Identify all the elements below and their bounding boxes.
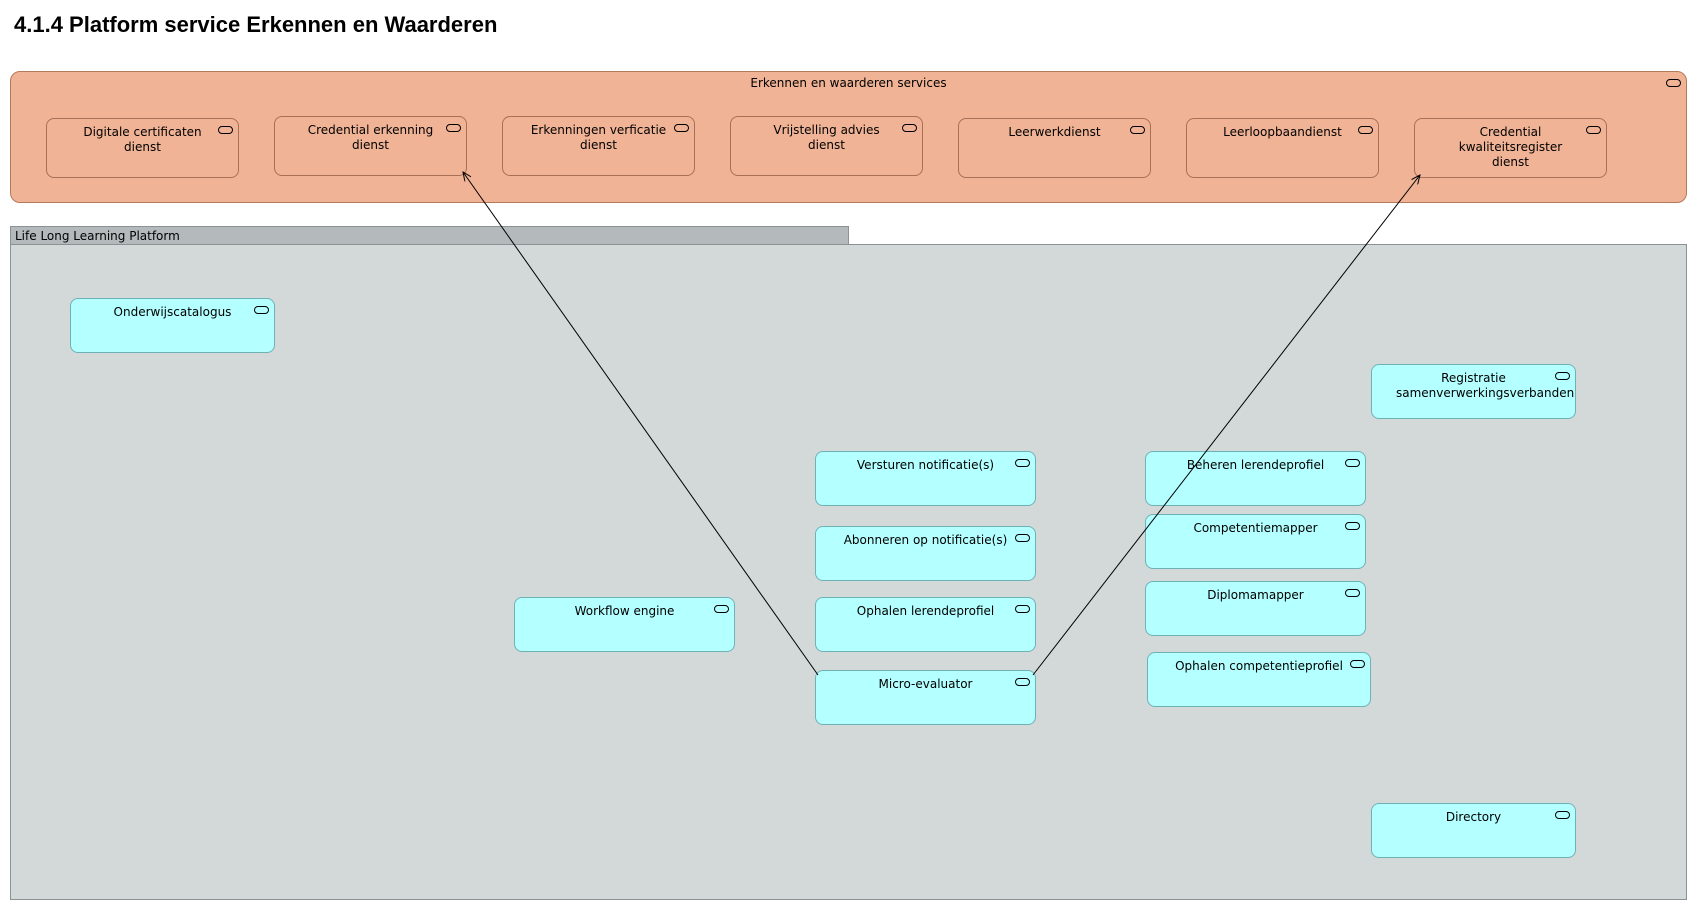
service-leerwerkdienst[interactable]: Leerwerkdienst <box>958 118 1151 178</box>
service-icon <box>674 124 689 132</box>
service-leerloopbaandienst[interactable]: Leerloopbaandienst <box>1186 118 1379 178</box>
component-label: Directory <box>1445 810 1502 824</box>
service-icon <box>218 126 233 134</box>
component-versturen-notificaties[interactable]: Versturen notificatie(s) <box>815 451 1036 506</box>
page-title: 4.1.4 Platform service Erkennen en Waard… <box>14 12 498 37</box>
service-icon <box>446 124 461 132</box>
component-icon <box>1345 589 1360 597</box>
service-label: Credential erkenning dienst <box>307 123 434 152</box>
component-abonneren-notificaties[interactable]: Abonneren op notificatie(s) <box>815 526 1036 581</box>
component-label: Ophalen competentieprofiel <box>1175 659 1343 673</box>
component-icon <box>1345 522 1360 530</box>
component-micro-evaluator[interactable]: Micro-evaluator <box>815 670 1036 725</box>
service-erkenningen-verificatie[interactable]: Erkenningen verficatie dienst <box>502 116 695 176</box>
component-label: Micro-evaluator <box>878 677 973 691</box>
service-credential-erkenning[interactable]: Credential erkenning dienst <box>274 116 467 176</box>
component-icon <box>1555 811 1570 819</box>
service-credential-kwaliteitsregister[interactable]: Credential kwaliteitsregister dienst <box>1414 118 1607 178</box>
service-icon <box>1130 126 1145 134</box>
service-label: Vrijstelling advies dienst <box>773 123 880 152</box>
component-icon <box>714 605 729 613</box>
platform-tab[interactable]: Life Long Learning Platform <box>10 226 849 245</box>
component-label: Abonneren op notificatie(s) <box>843 533 1008 547</box>
service-digitale-certificaten[interactable]: Digitale certificaten dienst <box>46 118 239 178</box>
component-label: Onderwijscatalogus <box>113 305 232 319</box>
component-icon <box>1015 605 1030 613</box>
component-icon <box>1555 372 1570 380</box>
service-label: Leerwerkdienst <box>1008 125 1101 139</box>
component-icon <box>1350 660 1365 668</box>
component-directory[interactable]: Directory <box>1371 803 1576 858</box>
component-ophalen-lerendeprofiel[interactable]: Ophalen lerendeprofiel <box>815 597 1036 652</box>
service-icon <box>1666 79 1681 87</box>
component-label: Versturen notificatie(s) <box>856 458 995 472</box>
component-label: Workflow engine <box>574 604 675 618</box>
component-icon <box>254 306 269 314</box>
platform-label: Life Long Learning Platform <box>15 229 180 243</box>
service-label: Leerloopbaandienst <box>1223 125 1342 139</box>
component-label: Diplomamapper <box>1207 588 1304 602</box>
component-beheren-lerendeprofiel[interactable]: Beheren lerendeprofiel <box>1145 451 1366 506</box>
component-icon <box>1015 534 1030 542</box>
component-label: Competentiemapper <box>1193 521 1318 535</box>
service-icon <box>902 124 917 132</box>
service-vrijstelling-advies[interactable]: Vrijstelling advies dienst <box>730 116 923 176</box>
component-ophalen-competentieprofiel[interactable]: Ophalen competentieprofiel <box>1147 652 1371 707</box>
service-label: Credential kwaliteitsregister dienst <box>1458 125 1563 169</box>
service-label: Digitale certificaten dienst <box>83 125 202 154</box>
component-diplomamapper[interactable]: Diplomamapper <box>1145 581 1366 636</box>
component-competentiemapper[interactable]: Competentiemapper <box>1145 514 1366 569</box>
component-label: Beheren lerendeprofiel <box>1186 458 1325 472</box>
component-label: Ophalen lerendeprofiel <box>856 604 995 618</box>
component-onderwijscatalogus[interactable]: Onderwijscatalogus <box>70 298 275 353</box>
service-icon <box>1586 126 1601 134</box>
component-registratie[interactable]: Registratie samenverwerkingsverbanden <box>1371 364 1576 419</box>
component-label: Registratie samenverwerkingsverbanden <box>1396 371 1575 400</box>
component-icon <box>1015 678 1030 686</box>
service-label: Erkenningen verficatie dienst <box>530 123 667 152</box>
service-icon <box>1358 126 1373 134</box>
component-workflow-engine[interactable]: Workflow engine <box>514 597 735 652</box>
component-icon <box>1345 459 1360 467</box>
component-icon <box>1015 459 1030 467</box>
services-group-label: Erkennen en waarderen services <box>750 76 947 90</box>
